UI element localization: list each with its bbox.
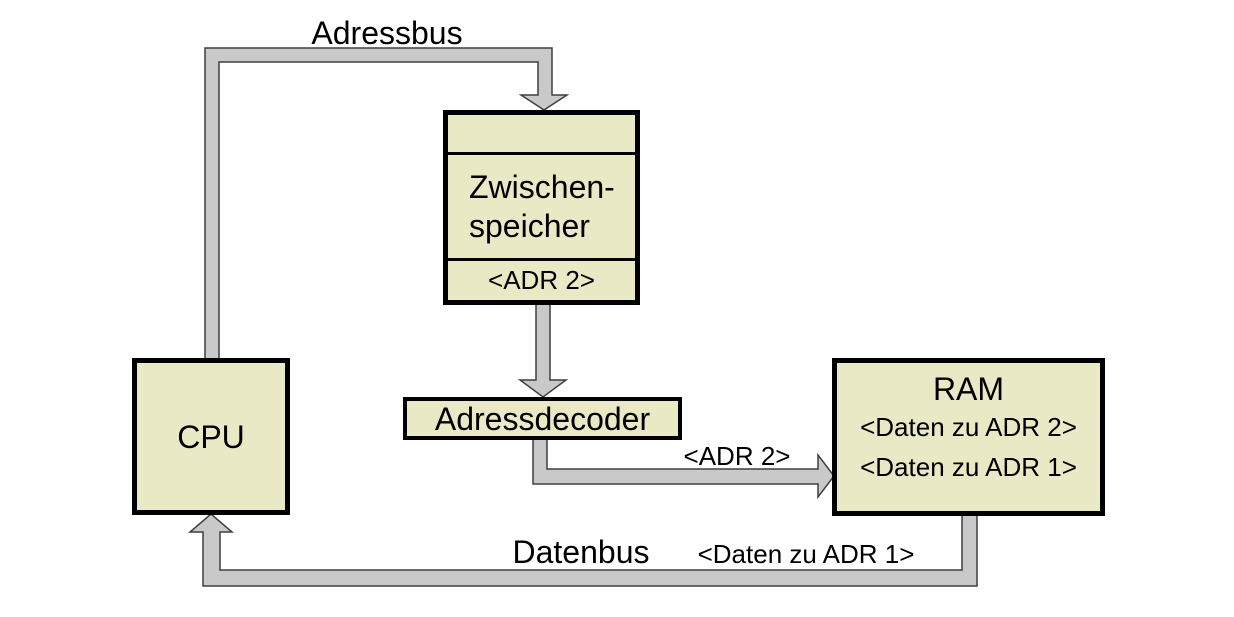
buffer-label-line1: Zwischen- (469, 168, 615, 205)
buffer-to-decoder-arrow (517, 302, 569, 398)
buffer-box: Zwischen- speicher <ADR 2> (443, 110, 640, 305)
address-bus-arrow (204, 47, 570, 361)
ram-data-row-adr1: <Daten zu ADR 1> (860, 452, 1077, 482)
data-bus-label: Datenbus (512, 534, 650, 570)
address-bus-label: Adressbus (311, 15, 463, 51)
decoder-to-ram-arrow (532, 437, 835, 500)
ram-label: RAM (932, 371, 1005, 407)
cpu-box: CPU (132, 358, 290, 515)
buffer-divider-bottom (448, 258, 635, 261)
address-decoder-label: Adressdecoder (434, 400, 651, 437)
buffer-divider-top (448, 152, 635, 155)
ram-box: RAM <Daten zu ADR 2> <Daten zu ADR 1> (832, 358, 1105, 516)
ram-data-row-adr2: <Daten zu ADR 2> (860, 412, 1077, 442)
address-decoder-box: Adressdecoder (403, 397, 682, 440)
buffer-empty-slot (448, 115, 635, 152)
decoder-to-ram-bus-label: <ADR 2> (683, 441, 791, 471)
data-bus-arrow (187, 512, 978, 587)
buffer-register-value: <ADR 2> (488, 265, 595, 295)
buffer-register-section: <ADR 2> (448, 261, 635, 300)
buffer-title-section: Zwischen- speicher (448, 155, 635, 258)
cpu-label: CPU (177, 418, 245, 455)
data-bus-payload-label: <Daten zu ADR 1> (697, 539, 915, 569)
buffer-label-line2: speicher (469, 207, 590, 244)
